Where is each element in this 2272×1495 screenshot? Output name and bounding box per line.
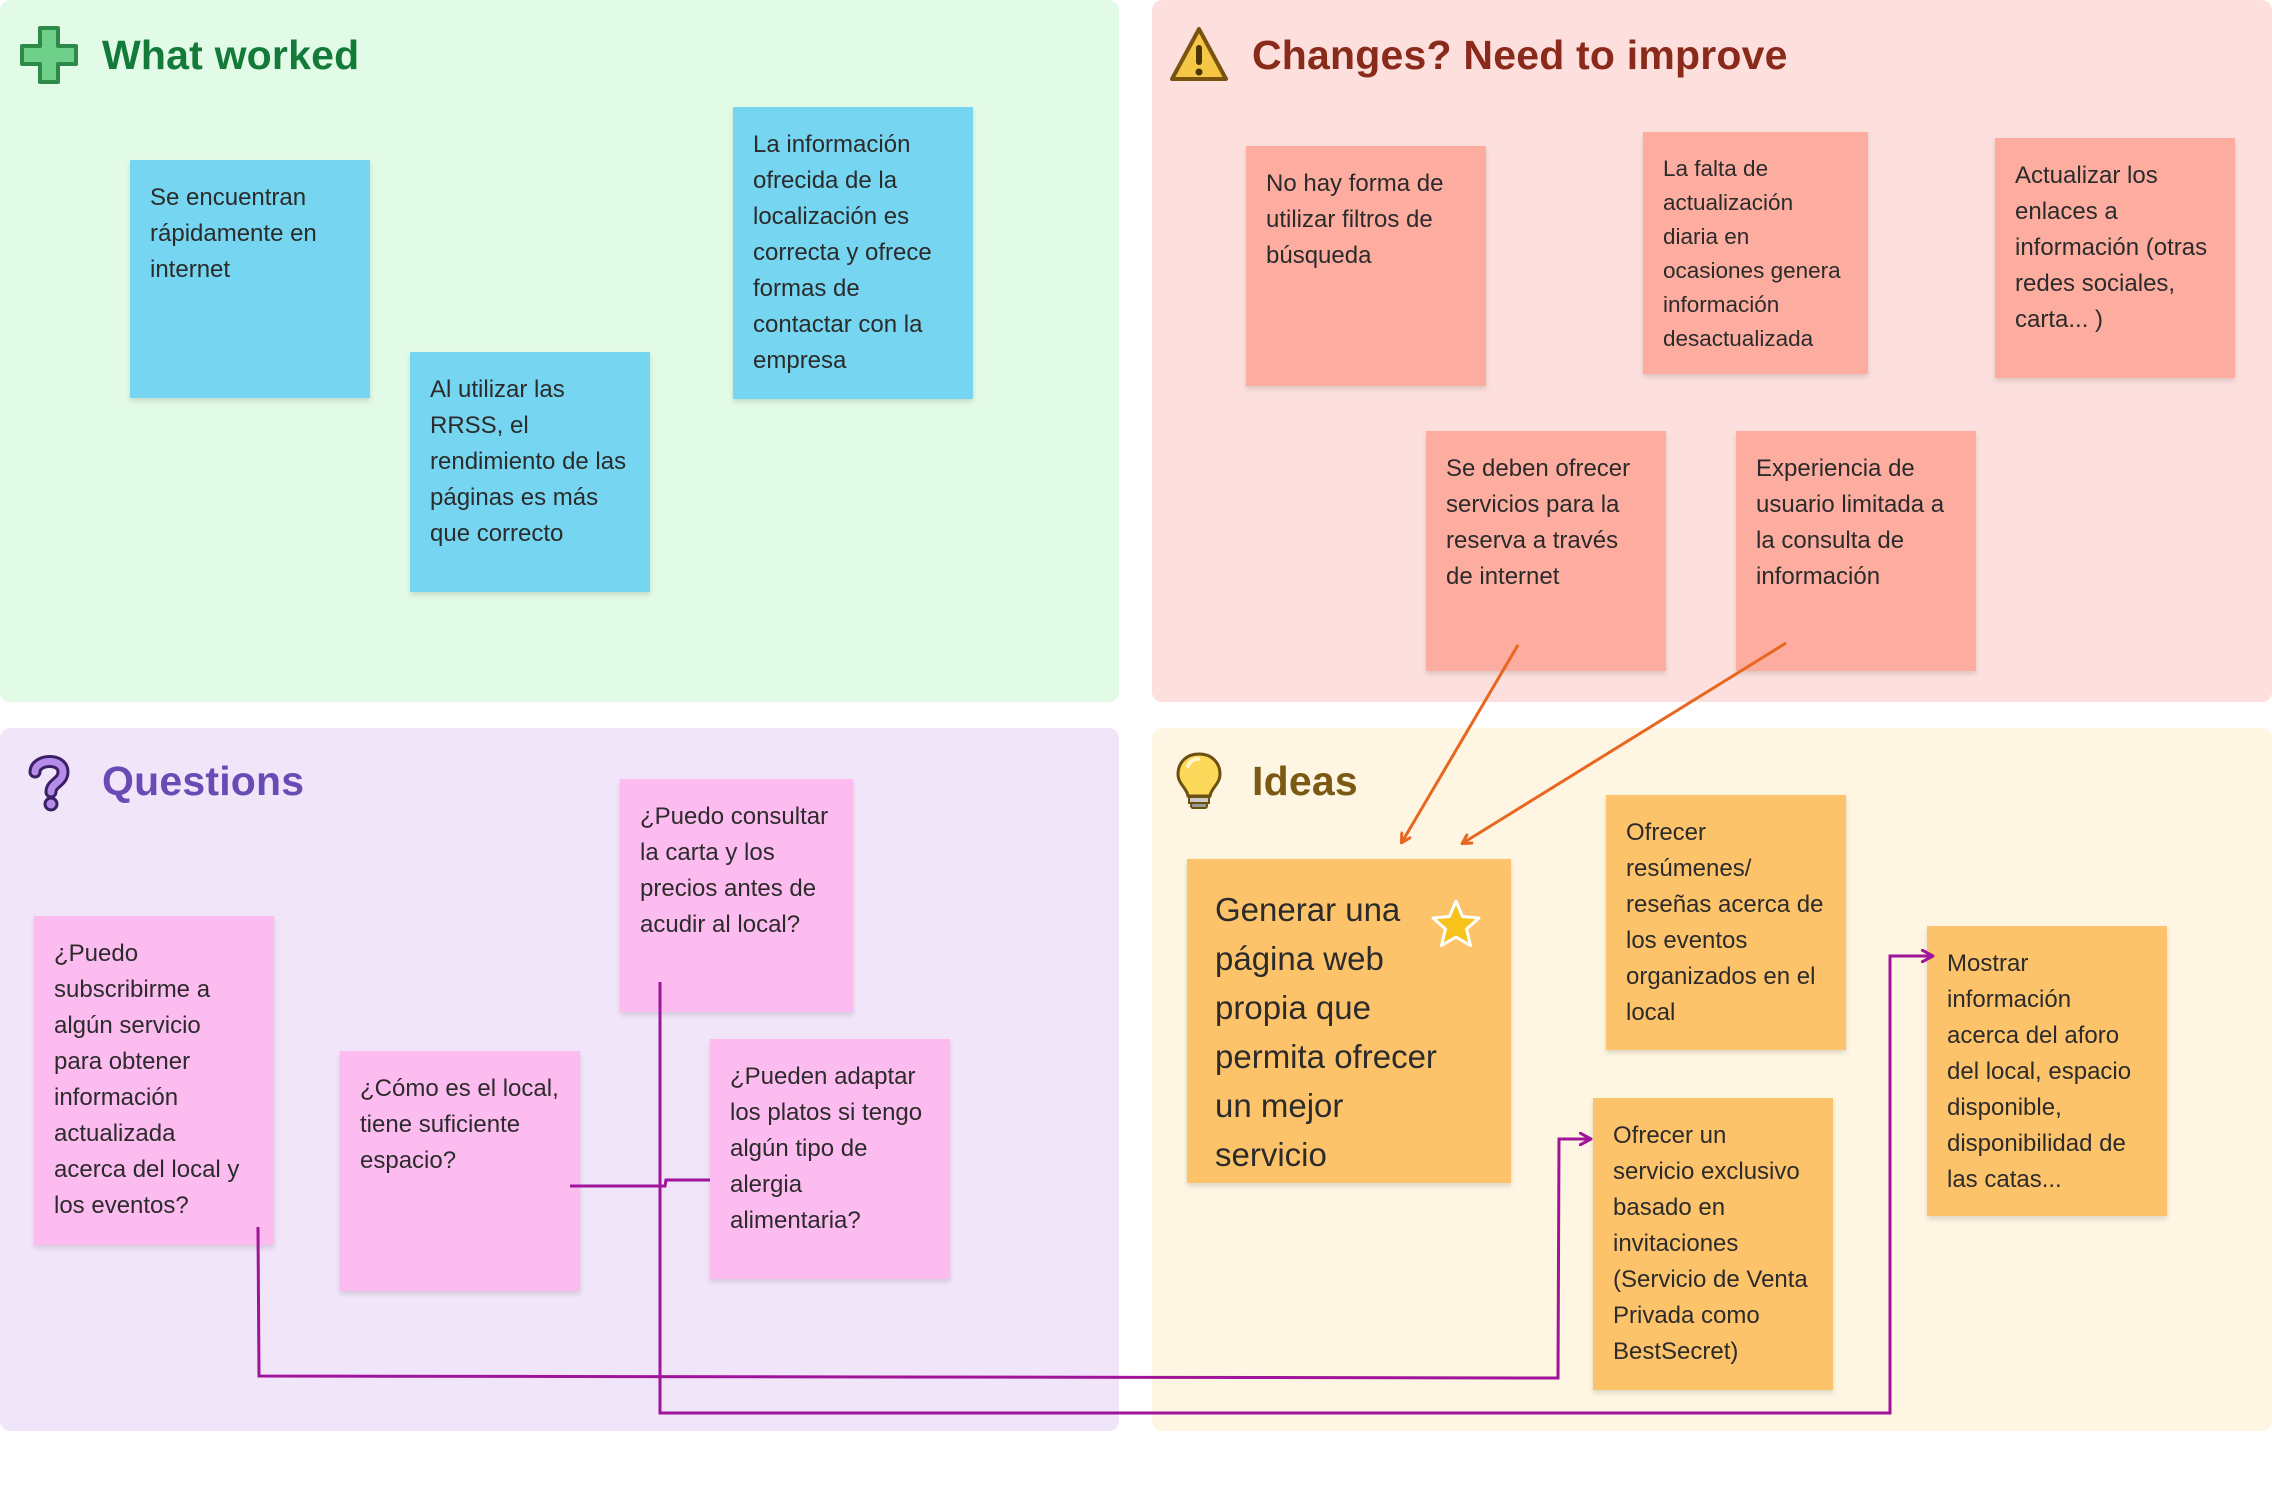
warning-icon [1170,27,1228,81]
plus-icon [20,26,78,84]
header-changes: Changes? Need to improve [1168,24,1788,86]
star-icon [1431,899,1481,947]
quadrant-title: Ideas [1252,757,1358,804]
sticky-note[interactable]: Actualizar los enlaces a información (ot… [1995,138,2235,378]
question-mark-icon [28,755,70,812]
sticky-note[interactable]: Experiencia de usuario limitada a la con… [1736,431,1976,671]
sticky-note[interactable]: ¿Puedo consultar la carta y los precios … [620,779,853,1012]
sticky-note[interactable]: No hay forma de utilizar filtros de búsq… [1246,146,1486,386]
sticky-note[interactable]: Se encuentran rápidamente en internet [130,160,370,398]
quadrant-title: What worked [102,31,360,78]
sticky-note[interactable]: La falta de actualización diaria en ocas… [1643,132,1868,374]
sticky-note[interactable]: Se deben ofrecer servicios para la reser… [1426,431,1666,671]
quadrant-title: Questions [102,757,305,804]
sticky-note[interactable]: ¿Pueden adaptar los platos si tengo algú… [710,1039,950,1279]
sticky-note[interactable]: ¿Cómo es el local, tiene suficiente espa… [340,1051,580,1291]
header-ideas: Ideas [1168,750,1358,812]
sticky-note[interactable]: Ofrecer resúmenes/ reseñas acerca de los… [1606,795,1846,1050]
header-questions: Questions [18,750,304,812]
lightbulb-icon [1176,752,1222,809]
quadrant-title: Changes? Need to improve [1252,31,1788,78]
sticky-note[interactable]: La información ofrecida de la localizaci… [733,107,973,399]
sticky-note[interactable]: ¿Puedo subscribirme a algún servicio par… [34,916,274,1245]
header-what-worked: What worked [18,24,359,86]
sticky-note[interactable]: Ofrecer un servicio exclusivo basado en … [1593,1098,1833,1390]
sticky-note[interactable]: Mostrar información acerca del aforo del… [1927,926,2167,1216]
sticky-note[interactable]: Al utilizar las RRSS, el rendimiento de … [410,352,650,592]
